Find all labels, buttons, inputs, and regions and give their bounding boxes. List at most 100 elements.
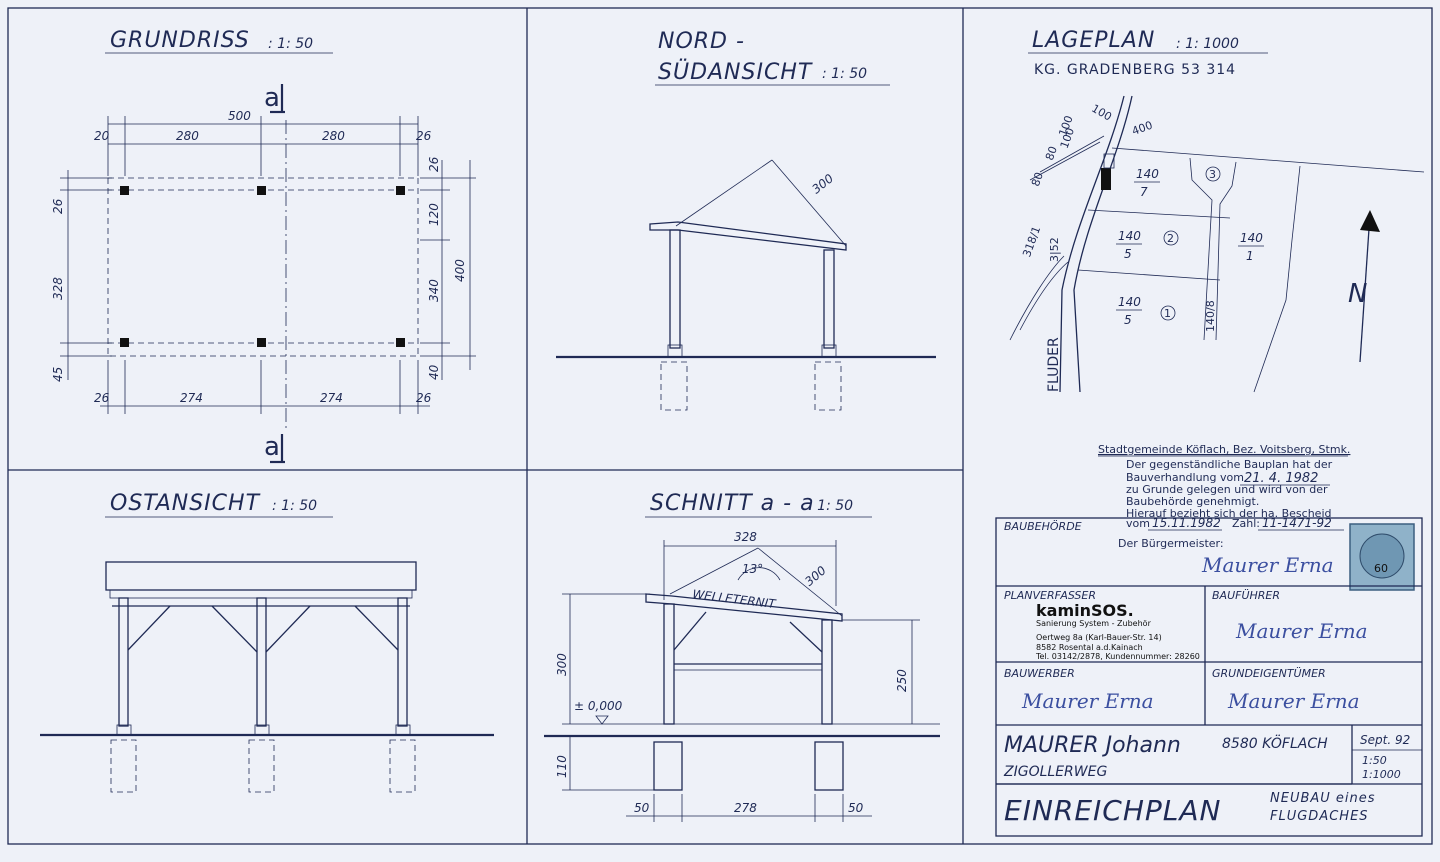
tb-company: kaminSOS. xyxy=(1036,601,1134,620)
schnitt-dim-top: 328 xyxy=(734,530,757,544)
authority-line7-num: 11-1471-92 xyxy=(1262,516,1332,530)
lageplan-panel: LAGEPLAN : 1: 1000 KG. GRADENBERG 53 314… xyxy=(1009,28,1425,393)
tb-bauführer: BAUFÜHRER xyxy=(1212,589,1280,602)
stamp-value: 60 xyxy=(1374,562,1388,575)
schnitt-title: SCHNITT a - a xyxy=(650,491,815,516)
dim-left-mid: 328 xyxy=(51,277,65,300)
tb-grundeigentuemer: GRUNDEIGENTÜMER xyxy=(1212,667,1326,680)
title-block: BAUBEHÖRDE PLANVERFASSER kaminSOS. Sanie… xyxy=(995,517,1423,837)
lp-parcel-3152: 3|52 xyxy=(1048,237,1061,262)
lp-d80b: 80 xyxy=(1029,171,1046,189)
dim-top-span1: 280 xyxy=(176,129,199,143)
schnitt-panel: SCHNITT a - a : 1: 50 328 13° 300 WELLET… xyxy=(544,491,940,822)
mayor-label: Der Bürgermeister: xyxy=(1118,537,1224,550)
tb-project2: FLUGDACHES xyxy=(1270,809,1369,824)
tb-company-addr2: 8582 Rosental a.d.Kainach xyxy=(1036,643,1143,652)
grundriss-title: GRUNDRISS xyxy=(110,28,250,53)
tb-plan-title: EINREICHPLAN xyxy=(1004,794,1222,827)
authority-line6: Hierauf bezieht sich der ha. Bescheid xyxy=(1126,507,1331,520)
authority-line7-zahl: Zahl: xyxy=(1232,517,1260,530)
nord-roof-dim: 300 xyxy=(809,171,836,196)
lp-circle-3: 3 xyxy=(1209,168,1216,181)
authority-line4: zu Grunde gelegen und wird von der xyxy=(1126,483,1328,496)
dim-bottom-span1: 274 xyxy=(180,391,203,405)
dim-top-span2: 280 xyxy=(322,129,345,143)
lp-140-7-den: 7 xyxy=(1140,185,1148,199)
tb-bauführer-signature: Maurer Erna xyxy=(1235,619,1368,643)
dim-left-bottom: 45 xyxy=(51,367,65,382)
north-arrow-icon: N xyxy=(1348,210,1380,363)
authority-line1: Stadtgemeinde Köflach, Bez. Voitsberg, S… xyxy=(1098,443,1350,456)
tb-project1: NEUBAU eines xyxy=(1270,791,1376,806)
dim-right-mid: 340 xyxy=(427,279,441,302)
authority-line3-pre: Bauverhandlung vom xyxy=(1126,471,1244,484)
lageplan-scale: : 1: 1000 xyxy=(1176,36,1239,52)
dim-right-bottom: 40 xyxy=(427,364,441,380)
tb-company-tel: Tel. 03142/2878, Kundennummer: 28260 xyxy=(1035,652,1200,661)
tb-city: 8580 KÖFLACH xyxy=(1222,734,1328,752)
lp-d400: 400 xyxy=(1130,119,1154,138)
dim-bottom-span2: 274 xyxy=(320,391,343,405)
dim-top-total: 500 xyxy=(228,109,251,123)
dim-right-upper: 120 xyxy=(427,203,441,226)
lp-d100a: 100 xyxy=(1089,102,1114,124)
tb-owner: MAURER Johann xyxy=(1004,733,1181,758)
lp-parcel-318: 318/1 xyxy=(1020,224,1043,258)
grundriss-scale: : 1: 50 xyxy=(268,36,313,52)
nord-sued-panel: NORD - SÜDANSICHT : 1: 50 300 xyxy=(556,29,936,411)
tb-scale1: 1:50 xyxy=(1362,754,1387,767)
schnitt-dim-foundation: 110 xyxy=(555,755,569,778)
schnitt-level: ± 0,000 xyxy=(574,699,623,713)
lp-140-5a-den: 5 xyxy=(1124,247,1132,261)
authority-line5: Baubehörde genehmigt. xyxy=(1126,495,1259,508)
dim-right-top: 26 xyxy=(427,156,441,172)
tb-planverfasser: PLANVERFASSER xyxy=(1004,589,1096,602)
authority-approval: Stadtgemeinde Köflach, Bez. Voitsberg, S… xyxy=(1098,443,1415,591)
schnitt-dim-right: 250 xyxy=(895,669,909,692)
lp-140-7-num: 140 xyxy=(1136,167,1159,181)
lageplan-title: LAGEPLAN xyxy=(1032,28,1155,53)
authority-line7-date: 15.11.1982 xyxy=(1152,516,1221,530)
tb-date: Sept. 92 xyxy=(1360,733,1410,747)
grundriss-panel: GRUNDRISS : 1: 50 a a 500 20 280 280 xyxy=(51,28,476,464)
ostansicht-panel: OSTANSICHT : 1: 50 xyxy=(40,491,494,793)
tb-company-sub: Sanierung System - Zubehör xyxy=(1036,619,1152,628)
sheet-frame xyxy=(7,7,1433,845)
lp-140-1-num: 140 xyxy=(1240,231,1263,245)
lp-140-1-den: 1 xyxy=(1246,249,1254,263)
dim-right-total: 400 xyxy=(453,259,467,282)
schnitt-dim-bottom-right: 50 xyxy=(848,801,864,815)
tb-street: ZIGOLLERWEG xyxy=(1003,764,1107,780)
dim-bottom-left-edge: 26 xyxy=(94,391,110,405)
stamp-icon: 60 xyxy=(1349,523,1415,591)
dim-top-left-edge: 20 xyxy=(94,129,110,143)
north-label: N xyxy=(1348,279,1367,309)
lp-d80a: 80 xyxy=(1043,145,1060,163)
tb-scale2: 1:1000 xyxy=(1362,768,1401,781)
schnitt-dim-roof: 300 xyxy=(802,563,829,589)
ost-scale: : 1: 50 xyxy=(272,498,317,514)
tb-grundeigentuemer-signature: Maurer Erna xyxy=(1227,689,1360,713)
section-mark-top: a xyxy=(264,83,280,113)
schnitt-angle: 13° xyxy=(742,562,763,576)
authority-line7-pre: vom xyxy=(1126,517,1150,530)
dim-bottom-right-edge: 26 xyxy=(416,391,432,405)
dim-top-right-edge: 26 xyxy=(416,129,432,143)
schnitt-scale: : 1: 50 xyxy=(808,498,853,514)
tb-baubehoerde: BAUBEHÖRDE xyxy=(1004,520,1082,533)
lp-circle-1: 1 xyxy=(1164,307,1171,320)
lp-fluder: FLUDER xyxy=(1046,337,1062,392)
ost-title: OSTANSICHT xyxy=(110,491,261,516)
lageplan-subtitle: KG. GRADENBERG 53 314 xyxy=(1034,62,1236,78)
lp-140-8: 140/8 xyxy=(1204,300,1217,332)
lp-circle-2: 2 xyxy=(1167,232,1174,245)
nord-scale: : 1: 50 xyxy=(822,66,867,82)
mayor-signature: Maurer Erna xyxy=(1201,553,1334,577)
tb-company-addr1: Oertweg 8a (Karl-Bauer-Str. 14) xyxy=(1036,633,1162,642)
authority-line3-date: 21. 4. 1982 xyxy=(1244,471,1318,486)
nord-title-line2: SÜDANSICHT xyxy=(658,59,813,85)
schnitt-dim-bottom-mid: 278 xyxy=(734,801,757,815)
lp-140-5b-num: 140 xyxy=(1118,295,1141,309)
tb-bauwerber: BAUWERBER xyxy=(1004,667,1075,680)
